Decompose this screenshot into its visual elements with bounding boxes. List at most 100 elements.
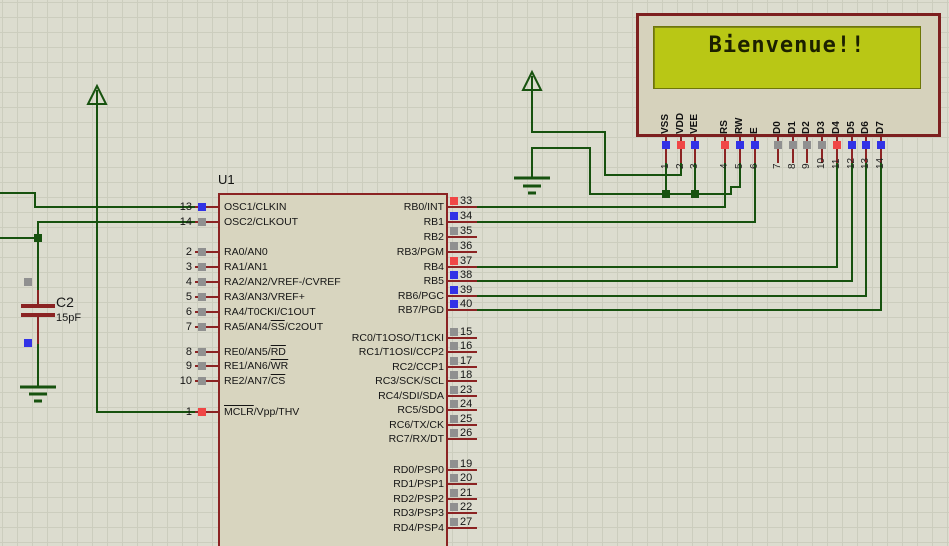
chip-pin-18-stub[interactable] [448,380,477,382]
lcd-pin-6-stub[interactable] [754,137,756,163]
chip-pin-5-stub[interactable] [195,296,218,298]
pin-label: RB0/INT [403,201,444,213]
chip-pin-34-stub[interactable] [448,221,477,223]
lcd-pin-label: E [749,127,760,134]
chip-pin-6-stub[interactable] [195,311,218,313]
wire-d5[interactable] [477,163,853,282]
pin-number: 38 [460,269,473,281]
chip-pin-15-stub[interactable] [448,337,477,339]
chip-pin-16-stub[interactable] [448,351,477,353]
lcd-pin-2-stub[interactable] [680,137,682,163]
pin-number: 10 [179,375,192,387]
wire-e[interactable] [477,163,756,223]
chip-reference-label[interactable]: U1 [218,172,235,187]
chip-pin-26-stub[interactable] [448,438,477,440]
chip-pin-36-stub[interactable] [448,251,477,253]
pin-state-indicator [450,227,458,235]
lcd-pin-9-stub[interactable] [806,137,808,163]
pin-state-indicator [450,242,458,250]
pin-label: RB1 [423,216,444,228]
pin-number: 34 [460,210,473,222]
wire-mclr[interactable] [96,104,196,413]
wire-rs[interactable] [477,163,726,208]
chip-pin-38-stub[interactable] [448,280,477,282]
lcd-pin-3-stub[interactable] [694,137,696,163]
chip-pin-10-stub[interactable] [195,380,218,382]
pin-state-indicator [862,141,870,149]
chip-pin-33-stub[interactable] [448,206,477,208]
chip-pin-17-stub[interactable] [448,366,477,368]
chip-pin-39-stub[interactable] [448,295,477,297]
lcd-pin-12-stub[interactable] [851,137,853,163]
capacitor-symbol[interactable] [21,290,55,344]
wire-d4[interactable] [477,163,838,268]
chip-pin-27-stub[interactable] [448,527,477,529]
pin-number: 1 [660,163,671,169]
pin-label: RB5 [423,275,444,287]
pin-state-indicator [803,141,811,149]
pin-label: RE2/AN7/CS [224,375,286,387]
chip-pin-22-stub[interactable] [448,512,477,514]
chip-pin-2-stub[interactable] [195,251,218,253]
pin-number: 37 [460,255,473,267]
chip-pin-3-stub[interactable] [195,266,218,268]
pin-number: 18 [460,369,473,381]
capacitor-reference-label[interactable]: C2 [56,294,74,310]
chip-pin-19-stub[interactable] [448,469,477,471]
lcd-pin-5-stub[interactable] [739,137,741,163]
chip-pin-35-stub[interactable] [448,236,477,238]
lcd-module[interactable]: Bienvenue!! [636,13,941,137]
pin-label: RD2/PSP2 [393,493,444,505]
chip-pin-20-stub[interactable] [448,483,477,485]
chip-pin-4-stub[interactable] [195,281,218,283]
lcd-pin-14-stub[interactable] [880,137,882,163]
chip-pin-21-stub[interactable] [448,498,477,500]
chip-pin-14-stub[interactable] [195,221,218,223]
lcd-pin-label: D2 [801,121,812,134]
power-arrow-icon[interactable] [86,83,108,105]
chip-pin-24-stub[interactable] [448,409,477,411]
wire-d7[interactable] [477,163,882,311]
pin-state-indicator [721,141,729,149]
junction-dot [34,234,42,242]
chip-pin-7-stub[interactable] [195,326,218,328]
pin-label: RD1/PSP1 [393,478,444,490]
pin-state-indicator [736,141,744,149]
pin-state-indicator [450,257,458,265]
wire-vdd[interactable] [531,90,682,176]
wire-d6[interactable] [477,163,867,297]
wire-gnd[interactable] [531,147,741,195]
chip-pin-25-stub[interactable] [448,424,477,426]
power-arrow-icon[interactable] [521,69,543,91]
chip-pin-37-stub[interactable] [448,266,477,268]
lcd-pin-8-stub[interactable] [792,137,794,163]
lcd-pin-7-stub[interactable] [777,137,779,163]
pin-number: 11 [831,158,842,169]
chip-pin-8-stub[interactable] [195,351,218,353]
mcu-chip-body[interactable] [218,193,448,546]
wire-osc1[interactable] [0,192,196,208]
chip-pin-23-stub[interactable] [448,395,477,397]
chip-pin-9-stub[interactable] [195,365,218,367]
lcd-pin-10-stub[interactable] [821,137,823,163]
lcd-pin-13-stub[interactable] [865,137,867,163]
lcd-pin-label: RS [719,120,730,134]
lcd-pin-label: D1 [787,121,798,134]
pin-state-indicator [198,293,206,301]
pin-number: 27 [460,516,473,528]
chip-pin-13-stub[interactable] [195,206,218,208]
chip-pin-1-stub[interactable] [195,411,218,413]
lcd-pin-4-stub[interactable] [724,137,726,163]
pin-number: 7 [185,321,192,333]
wire-osc2[interactable] [37,221,196,238]
pin-number: 21 [460,487,473,499]
pin-state-indicator [450,503,458,511]
chip-pin-40-stub[interactable] [448,309,477,311]
lcd-pin-1-stub[interactable] [665,137,667,163]
lcd-pin-11-stub[interactable] [836,137,838,163]
pin-state-indicator [662,141,670,149]
ground-icon[interactable] [514,176,550,195]
capacitor-value-label[interactable]: 15pF [56,312,82,324]
ground-icon[interactable] [20,385,56,403]
